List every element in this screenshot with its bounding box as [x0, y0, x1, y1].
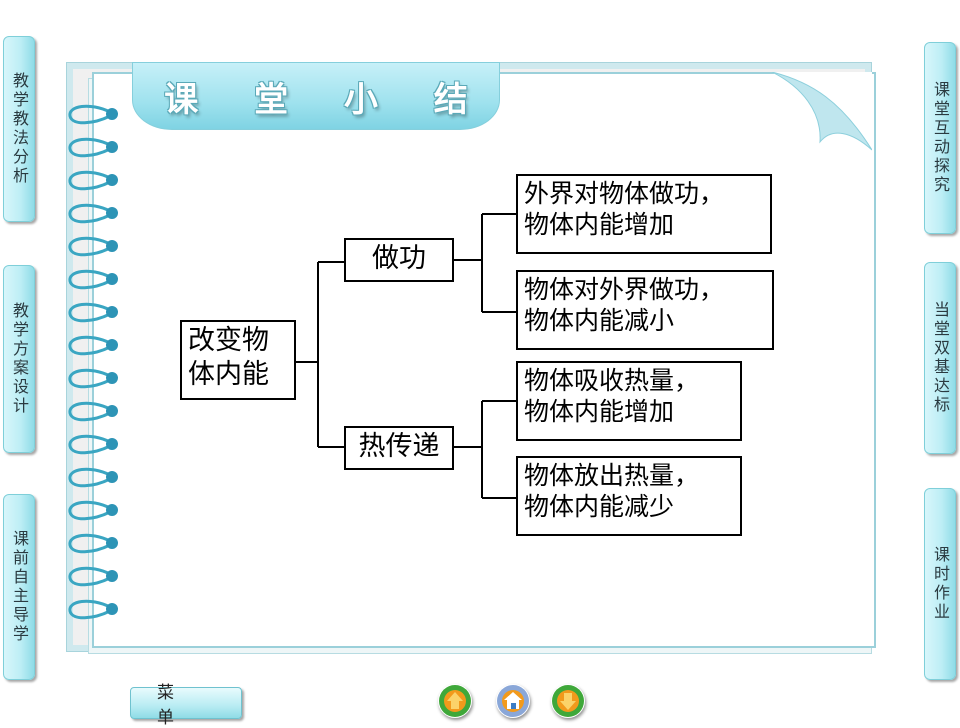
previous-icon[interactable] [438, 684, 472, 718]
tab-label: 课前自主导学 [10, 530, 29, 644]
spiral-ring [68, 401, 118, 422]
spiral-binding [68, 104, 118, 620]
tab-in-class-practice[interactable]: 当堂双基达标 [924, 262, 956, 454]
tab-homework[interactable]: 课时作业 [924, 488, 956, 680]
tab-label: 教学方案设计 [10, 302, 29, 416]
spiral-ring [68, 500, 118, 521]
root-node: 改变物 体内能 [180, 320, 296, 400]
spiral-ring [68, 335, 118, 356]
spiral-ring [68, 467, 118, 488]
leaf-node: 物体吸收热量， 物体内能增加 [516, 361, 742, 441]
branch-node-heat-transfer: 热传递 [344, 426, 454, 470]
page-curl-decoration [772, 72, 872, 151]
spiral-ring [68, 533, 118, 554]
title-banner: 课 堂 小 结 [132, 62, 500, 130]
leaf-node: 外界对物体做功， 物体内能增加 [516, 174, 772, 254]
tab-label: 课堂互动探究 [931, 81, 950, 195]
spiral-ring [68, 170, 118, 191]
spiral-ring [68, 236, 118, 257]
tab-label: 课时作业 [931, 546, 950, 622]
menu-button[interactable]: 菜单 [130, 683, 242, 728]
leaf-node: 物体放出热量， 物体内能减少 [516, 456, 742, 536]
spiral-ring [68, 104, 118, 125]
menu-label: 菜单 [157, 683, 200, 728]
tab-label: 当堂双基达标 [931, 301, 950, 415]
spiral-ring [68, 599, 118, 620]
leaf-node: 物体对外界做功， 物体内能减小 [516, 270, 774, 350]
spiral-ring [68, 368, 118, 389]
tab-preview-self-study[interactable]: 课前自主导学 [3, 494, 35, 680]
tab-teaching-method-analysis[interactable]: 教学教法分析 [3, 36, 35, 222]
spiral-ring [68, 137, 118, 158]
tab-teaching-plan-design[interactable]: 教学方案设计 [3, 265, 35, 453]
page-title: 课 堂 小 结 [164, 79, 490, 120]
spiral-ring [68, 566, 118, 587]
tab-class-interaction[interactable]: 课堂互动探究 [924, 42, 956, 234]
home-icon[interactable] [496, 684, 530, 718]
spiral-ring [68, 269, 118, 290]
spiral-ring [68, 434, 118, 455]
branch-node-work: 做功 [344, 238, 454, 282]
spiral-ring [68, 302, 118, 323]
next-icon[interactable] [551, 684, 585, 718]
tab-label: 教学教法分析 [10, 72, 29, 186]
spiral-ring [68, 203, 118, 224]
